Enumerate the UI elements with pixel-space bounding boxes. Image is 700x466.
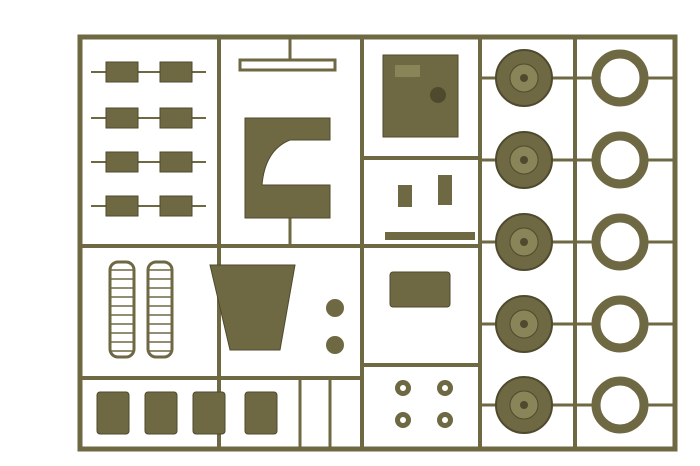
hood-part (209, 264, 296, 351)
disc-hole (400, 385, 406, 391)
disc-part (326, 336, 344, 354)
small-box-part (105, 151, 139, 173)
seat-part (96, 391, 130, 435)
disc-part (326, 299, 344, 317)
seat-part (144, 391, 178, 435)
seat-part (192, 391, 226, 435)
axle-part (385, 232, 475, 240)
panel-detail (395, 65, 420, 77)
fuel-tank-part (389, 271, 451, 308)
small-box-part (105, 61, 139, 83)
small-box-part (159, 195, 193, 217)
small-part (398, 185, 412, 207)
fender-part (244, 117, 331, 219)
wheel-axle-hole (520, 156, 528, 164)
sprue-frame (77, 34, 678, 452)
wheel-axle-hole (520, 238, 528, 246)
wheel-axle-hole (520, 401, 528, 409)
small-box-part (159, 107, 193, 129)
small-box-part (105, 195, 139, 217)
sprue-parts (96, 49, 649, 435)
seat-part (244, 391, 278, 435)
wheel-axle-hole (520, 74, 528, 82)
grille-part (146, 260, 174, 359)
disc-hole (400, 417, 406, 423)
small-part (438, 175, 452, 205)
wheel-axle-hole (520, 320, 528, 328)
disc-hole (442, 385, 448, 391)
small-box-part (159, 151, 193, 173)
tire-part (591, 376, 649, 434)
tire-part (591, 131, 649, 189)
tire-part (591, 295, 649, 353)
body-panel-part (382, 54, 459, 138)
small-box-part (159, 61, 193, 83)
bracket-part (238, 58, 337, 72)
disc-hole (442, 417, 448, 423)
grille-part (108, 260, 136, 359)
tire-part (591, 213, 649, 271)
small-box-part (105, 107, 139, 129)
tire-part (591, 49, 649, 107)
panel-detail (430, 87, 446, 103)
